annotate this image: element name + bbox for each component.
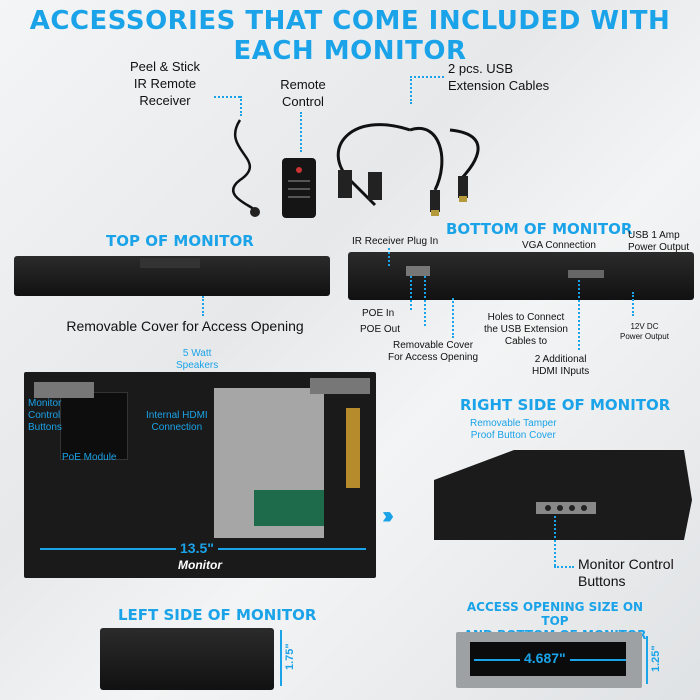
poe-in-leader xyxy=(410,276,412,310)
usb-leader-v xyxy=(410,76,412,104)
bottom-monitor-heading: BOTTOM OF MONITOR xyxy=(446,220,633,238)
ir-receiver-leader xyxy=(214,96,240,98)
access-height-dimension: 1.25" xyxy=(650,645,662,672)
right-buttons-leader xyxy=(554,516,556,566)
chevron-right-icon: ››› xyxy=(382,502,394,529)
speakers-label: 5 Watt Speakers xyxy=(176,348,219,371)
left-side-heading: LEFT SIDE OF MONITOR xyxy=(118,606,317,624)
top-cover-leader xyxy=(202,296,204,316)
right-side-image xyxy=(434,450,692,540)
bottom-monitor-image xyxy=(348,252,694,300)
ir-plug-label: IR Receiver Plug In xyxy=(352,236,439,247)
accessories-graphic xyxy=(232,119,480,218)
poe-out-label: POE Out xyxy=(360,324,401,335)
poe-out-leader xyxy=(424,276,426,326)
speaker-right xyxy=(310,378,370,394)
top-monitor-heading: TOP OF MONITOR xyxy=(106,232,254,250)
dc-leader xyxy=(632,292,634,316)
interior-photo xyxy=(24,372,376,578)
poe-module-label: PoE Module xyxy=(62,452,117,463)
speaker-left xyxy=(34,382,94,398)
left-side-image xyxy=(100,628,274,690)
tamper-label: Removable Tamper Proof Button Cover xyxy=(470,418,557,441)
left-height-line xyxy=(280,630,282,686)
holes-label: Holes to Connect the USB Extension Cable… xyxy=(484,312,568,347)
poe-module-box xyxy=(60,392,128,460)
brand-logo: Monitor xyxy=(178,558,222,572)
usb-cables-label: 2 pcs. USB Extension Cables xyxy=(448,61,550,93)
usb-leader-h xyxy=(410,76,444,78)
vga-label: VGA Connection xyxy=(522,240,596,251)
page-title: ACCESSORIES THAT COME INCLUDED WITH EACH… xyxy=(29,6,671,66)
driver-board xyxy=(254,490,324,526)
control-buttons-label: Monitor Control Buttons xyxy=(28,398,62,433)
right-side-heading: RIGHT SIDE OF MONITOR xyxy=(460,396,671,414)
internal-hdmi-label: Internal HDMI Connection xyxy=(146,410,208,433)
hdmi-label: 2 Additional HDMI INputs xyxy=(532,354,590,377)
control-board xyxy=(346,408,360,488)
ir-receiver-label: Peel & Stick IR Remote Receiver xyxy=(129,59,201,108)
right-buttons-label: Monitor Control Buttons xyxy=(578,556,674,589)
top-cover-label: Removable Cover for Access Opening xyxy=(66,318,304,334)
access-height-line xyxy=(646,636,648,684)
bottom-cover-label: Removable Cover For Access Opening xyxy=(388,340,479,363)
right-buttons-leader-h xyxy=(554,566,574,568)
ir-plug-leader xyxy=(388,248,390,266)
ir-receiver-leader-v xyxy=(240,96,242,116)
poe-ports xyxy=(406,266,430,276)
poe-in-label: POE In xyxy=(362,308,395,319)
usb-power-label: USB 1 Amp Power Output xyxy=(628,230,690,253)
vga-port xyxy=(568,270,604,278)
top-access-cover xyxy=(140,258,200,268)
hdmi-leader xyxy=(578,280,580,350)
remote-leader xyxy=(300,112,302,152)
width-dimension: 13.5" xyxy=(176,540,218,556)
dc-label: 12V DC Power Output xyxy=(620,322,669,341)
remote-label: Remote Control xyxy=(280,77,326,109)
bottom-cover-leader xyxy=(452,298,454,338)
access-width-dimension: 4.687" xyxy=(520,650,570,666)
left-height-dimension: 1.75" xyxy=(284,643,296,670)
